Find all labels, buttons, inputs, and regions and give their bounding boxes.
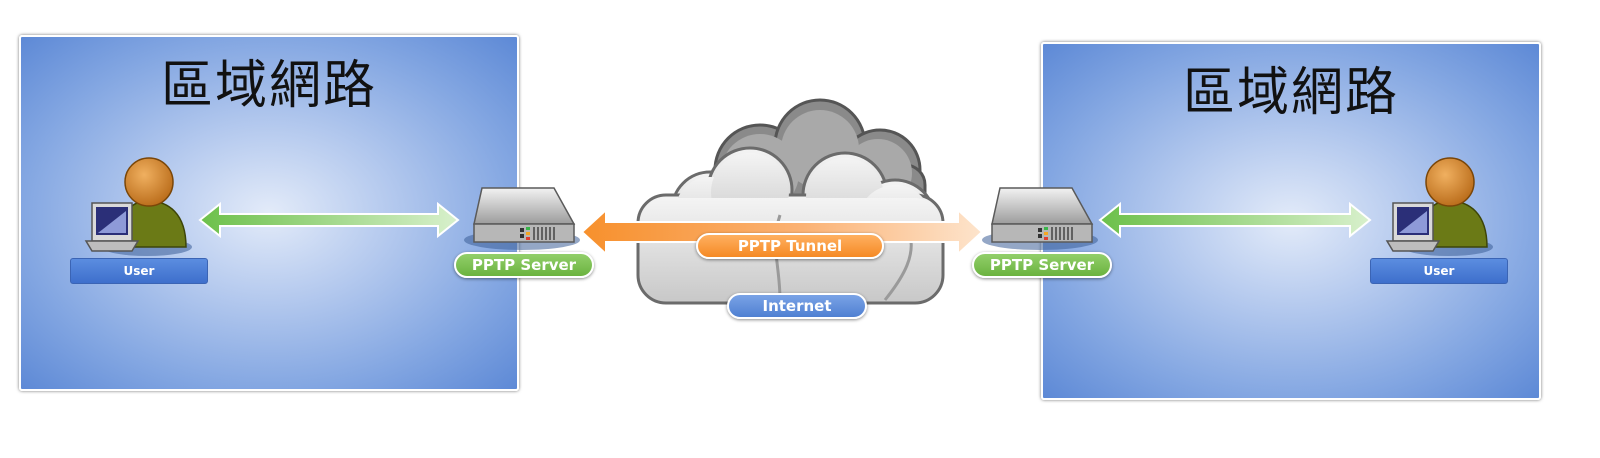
user-left-label: User: [70, 258, 208, 284]
pptp-tunnel-arrow: [580, 207, 984, 257]
user-right-label: User: [1370, 258, 1508, 284]
user-right-icon: [1385, 157, 1493, 256]
user-left-icon: [84, 157, 192, 256]
tunnel-label: PPTP Tunnel: [696, 233, 884, 259]
server-right-icon: [982, 187, 1098, 250]
server-left-icon: [464, 187, 580, 250]
server-right-label: PPTP Server: [972, 252, 1112, 278]
right-connection-arrow: [1098, 201, 1372, 239]
server-left-label: PPTP Server: [454, 252, 594, 278]
internet-label: Internet: [727, 293, 867, 319]
lan-left-title: 區域網路: [160, 56, 377, 116]
left-connection-arrow: [198, 201, 460, 239]
internet-cloud-icon: [636, 98, 945, 305]
lan-right-title: 區域網路: [1182, 63, 1399, 123]
